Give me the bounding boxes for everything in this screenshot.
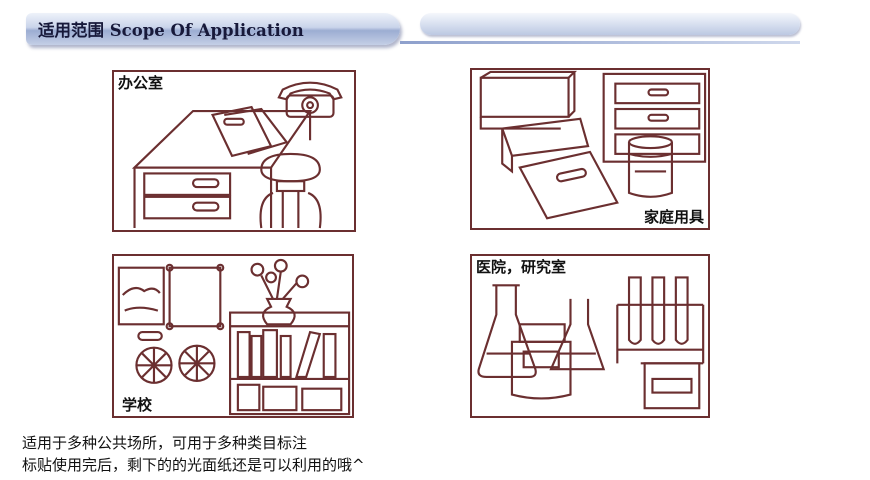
lab-illustration (477, 276, 705, 410)
telephone-icon (277, 81, 343, 118)
header-decor-bar (420, 13, 800, 35)
folder-icon (210, 105, 289, 158)
fan-icon (135, 331, 216, 384)
binder-icon (479, 70, 619, 220)
header-tab (26, 13, 400, 45)
school-illustration (117, 258, 351, 416)
description-line-2: 标贴使用完后，剩下的的光面纸还是可以利用的哦^ (22, 456, 365, 474)
test-tube-icon (616, 276, 705, 364)
panel-label-hospital-lab: 医院，研究室 (474, 258, 569, 276)
flask-icon (477, 284, 606, 379)
panel-office: 办公室 (112, 70, 356, 232)
panel-household: 家庭用具 (470, 68, 710, 230)
description-line-1: 适用于多种公共场所，可用于多种类目标注 (22, 434, 308, 452)
panel-hospital-lab: 医院，研究室 (470, 254, 710, 418)
jar-icon (627, 135, 673, 198)
office-illustration (131, 81, 343, 229)
household-illustration (479, 70, 707, 220)
flower-vase-icon (250, 258, 310, 326)
bookshelf-icon (229, 311, 351, 416)
description: 适用于多种公共场所，可用于多种类目标注 标贴使用完后，剩下的的光面纸还是可以利用… (22, 432, 365, 476)
desk-icon (131, 109, 313, 229)
cabinet-icon (602, 72, 707, 163)
chair-icon (259, 152, 322, 229)
header-underline (400, 41, 800, 44)
picture-frame-icon (117, 263, 225, 331)
header-title: 适用范围 Scope Of Application (38, 21, 304, 40)
beaker-icon (510, 323, 704, 410)
panel-label-household: 家庭用具 (641, 208, 706, 226)
panel-school: 学校 (112, 254, 354, 418)
panel-label-school: 学校 (120, 396, 155, 414)
panel-label-office: 办公室 (116, 74, 166, 92)
